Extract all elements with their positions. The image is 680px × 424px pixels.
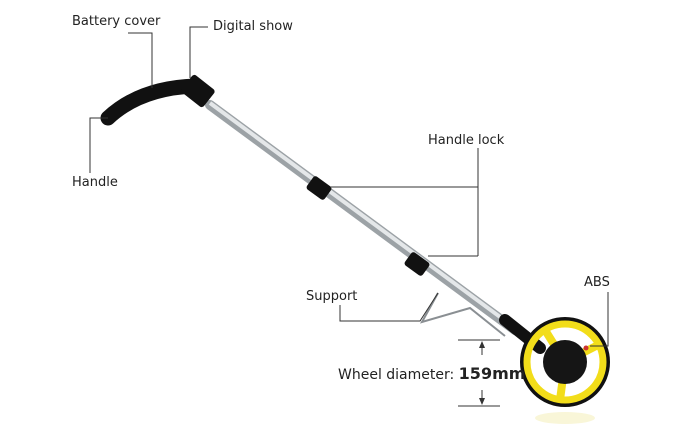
label-battery-cover: Battery cover: [72, 14, 161, 29]
label-handle: Handle: [72, 175, 118, 190]
label-support: Support: [306, 289, 358, 304]
wheel-diameter-label: Wheel diameter:: [338, 367, 455, 383]
wheel-diameter-value: 159mm: [458, 364, 526, 383]
handle-lock-lower: [404, 252, 430, 276]
leader-lines: [89, 26, 609, 407]
label-wheel-diameter: Wheel diameter: 159mm: [338, 364, 525, 383]
support-stand: [419, 292, 506, 337]
label-digital-show: Digital show: [213, 19, 293, 34]
label-handle-lock: Handle lock: [428, 133, 505, 148]
wheel: [520, 317, 610, 424]
handle-lock-upper: [306, 176, 332, 200]
digital-display-housing: [181, 74, 215, 108]
label-abs: ABS: [584, 275, 610, 290]
